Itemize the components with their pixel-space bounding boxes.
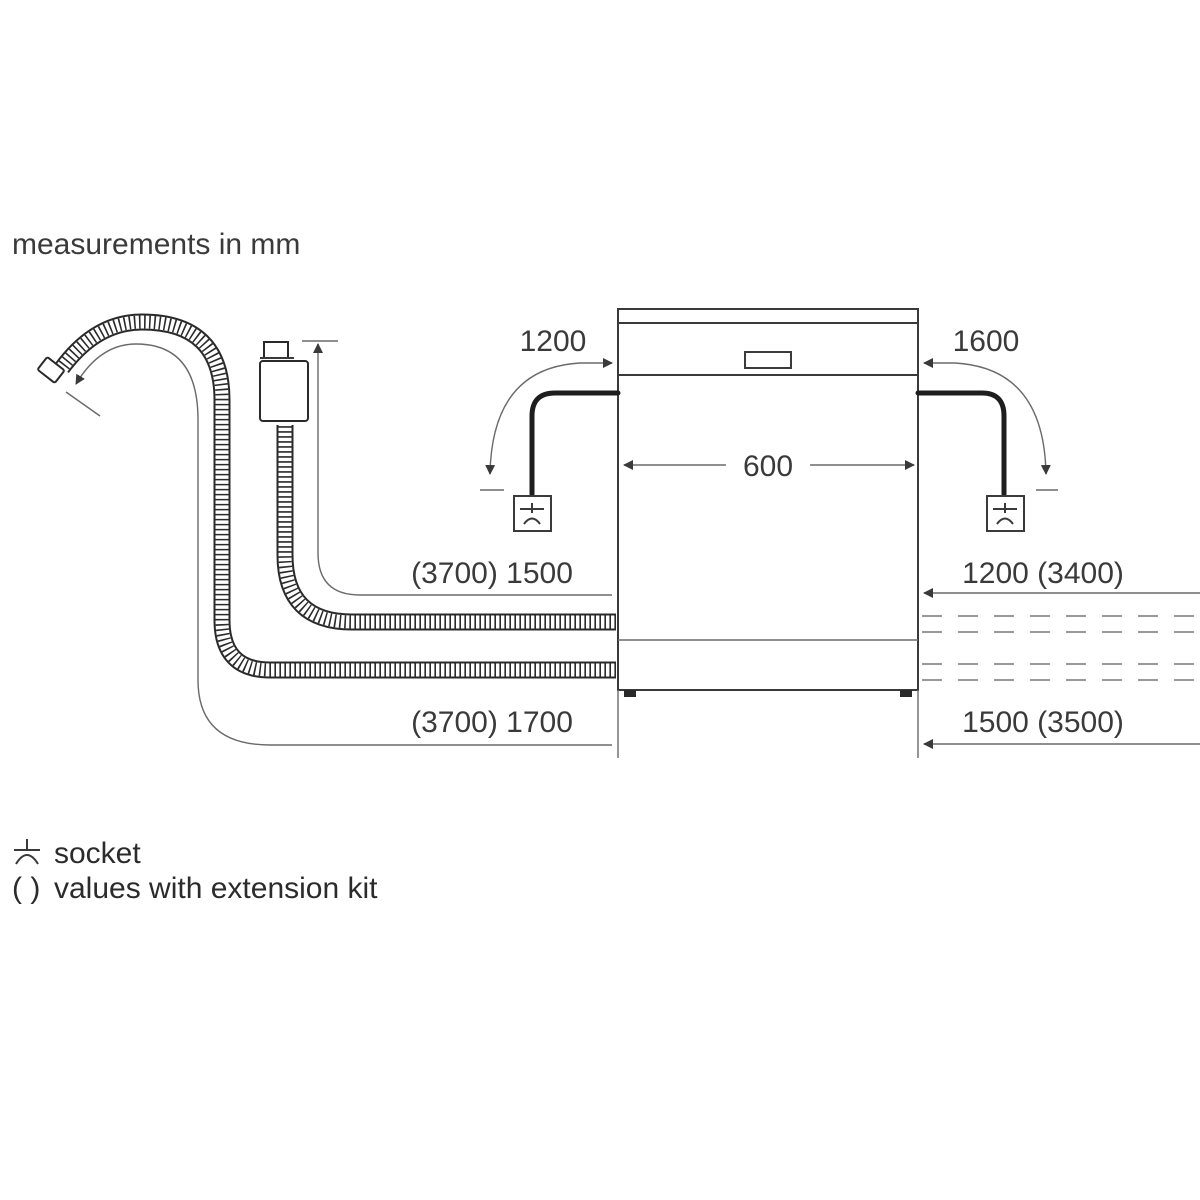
power-cable-left: [513, 390, 621, 532]
socket-left-icon: [513, 495, 552, 532]
units-note: measurements in mm: [12, 228, 300, 261]
legend: socket ( ) values with extension kit: [12, 837, 378, 905]
inlet-right-length: 1200 (3400): [962, 557, 1124, 590]
socket-icon: [14, 839, 40, 865]
inlet-left-length: (3700) 1500: [411, 557, 573, 590]
right-inlet-route: 1200 (3400): [922, 557, 1200, 633]
cable-left-dimension: 1200: [480, 325, 613, 491]
cable-left-length: 1200: [520, 325, 587, 358]
right-foot: [900, 690, 912, 697]
power-cable-right: [915, 390, 1025, 532]
right-drain-route: 1500 (3500): [922, 663, 1200, 749]
drain-right-length: 1500 (3500): [962, 706, 1124, 739]
drain-hose: [37, 313, 616, 746]
socket-right-icon: [986, 495, 1025, 532]
left-foot: [624, 690, 636, 697]
valve-connector: [263, 341, 289, 359]
aquastop-valve: [259, 360, 309, 422]
legend-socket-label: socket: [54, 837, 141, 870]
cable-right-dimension: 1600: [923, 325, 1058, 491]
inlet-hose: [259, 340, 616, 631]
width-dimension: 600: [623, 450, 915, 483]
control-display: [744, 351, 792, 369]
cable-right-length: 1600: [953, 325, 1020, 358]
legend-paren-symbol: ( ): [12, 872, 40, 905]
dishwasher-front-view: [617, 308, 919, 758]
legend-extension-label: values with extension kit: [54, 872, 378, 905]
drain-left-length: (3700) 1700: [411, 706, 573, 739]
width-label: 600: [743, 450, 793, 483]
